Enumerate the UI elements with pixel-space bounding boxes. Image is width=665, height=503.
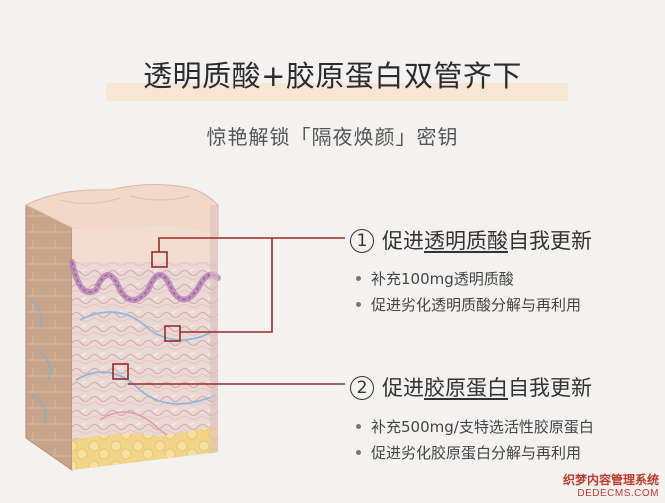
feature-2-bullet-1: 补充500mg/支特选活性胶原蛋白 <box>356 416 594 437</box>
feature-1-bullet-1: 补充100mg透明质酸 <box>356 268 514 289</box>
feature-1-highlight: 透明质酸 <box>424 229 508 253</box>
callout-line-1b <box>180 238 273 333</box>
callout-marker-1b <box>164 325 181 342</box>
feature-1-bullet-2: 促进劣化透明质酸分解与再利用 <box>356 294 581 315</box>
watermark-line-2: DEDECMS.COM <box>577 488 659 499</box>
feature-1-number: 1 <box>350 229 374 253</box>
bullet-dot-icon <box>356 276 361 281</box>
callout-line-1 <box>158 237 345 252</box>
watermark-line-1: 织梦内容管理系统 <box>562 473 659 487</box>
callout-marker-2 <box>112 363 129 380</box>
page-subtitle: 惊艳解锁「隔夜焕颜」密钥 <box>206 125 459 149</box>
bullet-dot-icon <box>356 424 361 429</box>
feature-2-number: 2 <box>350 376 374 400</box>
title-highlight-band <box>106 83 568 101</box>
page-title: 透明质酸+胶原蛋白双管齐下 <box>143 59 522 93</box>
feature-2-bullet-2: 促进劣化胶原蛋白分解与再利用 <box>356 442 581 463</box>
feature-2-highlight: 胶原蛋白 <box>424 376 508 400</box>
bullet-dot-icon <box>356 450 361 455</box>
bullet-dot-icon <box>356 302 361 307</box>
watermark: 织梦内容管理系统 DEDECMS.COM <box>563 471 659 499</box>
